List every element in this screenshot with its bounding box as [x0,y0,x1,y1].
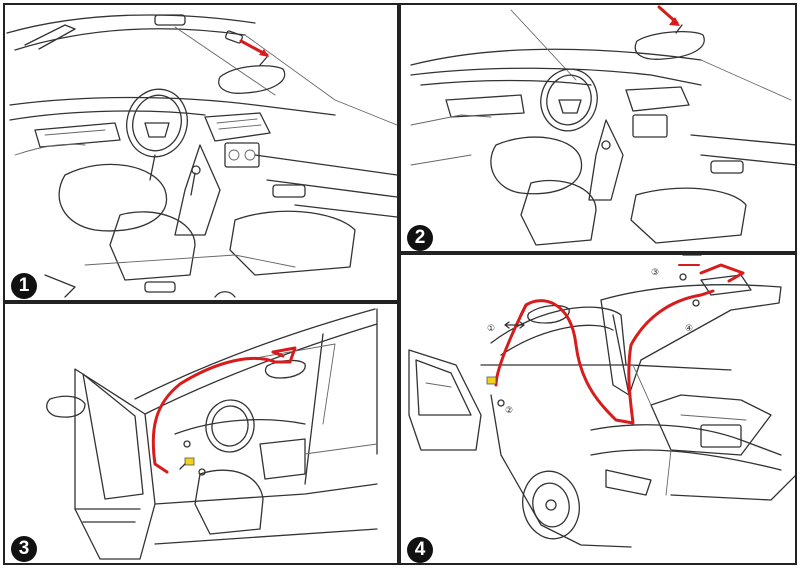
callout-1: ① [487,324,495,334]
step-2-illustration [410,5,795,246]
callout-4: ④ [685,324,693,334]
step-4-illustration: ① ② ③ ④ [408,255,795,548]
step-2-panel: 2 [399,3,797,253]
step-1-illustration [6,14,397,298]
step-4-panel: ① ② ③ ④ 4 [399,253,797,565]
step-number-badge: 1 [11,273,37,299]
step-number-badge: 2 [407,225,433,251]
step-3-panel: 3 [3,302,399,565]
step-number-badge: 4 [407,537,433,563]
step-3-illustration [46,308,378,560]
callout-3: ③ [651,268,659,278]
callout-2: ② [505,406,513,416]
step-1-panel: 1 [3,3,399,302]
step-number-badge: 3 [11,536,37,562]
